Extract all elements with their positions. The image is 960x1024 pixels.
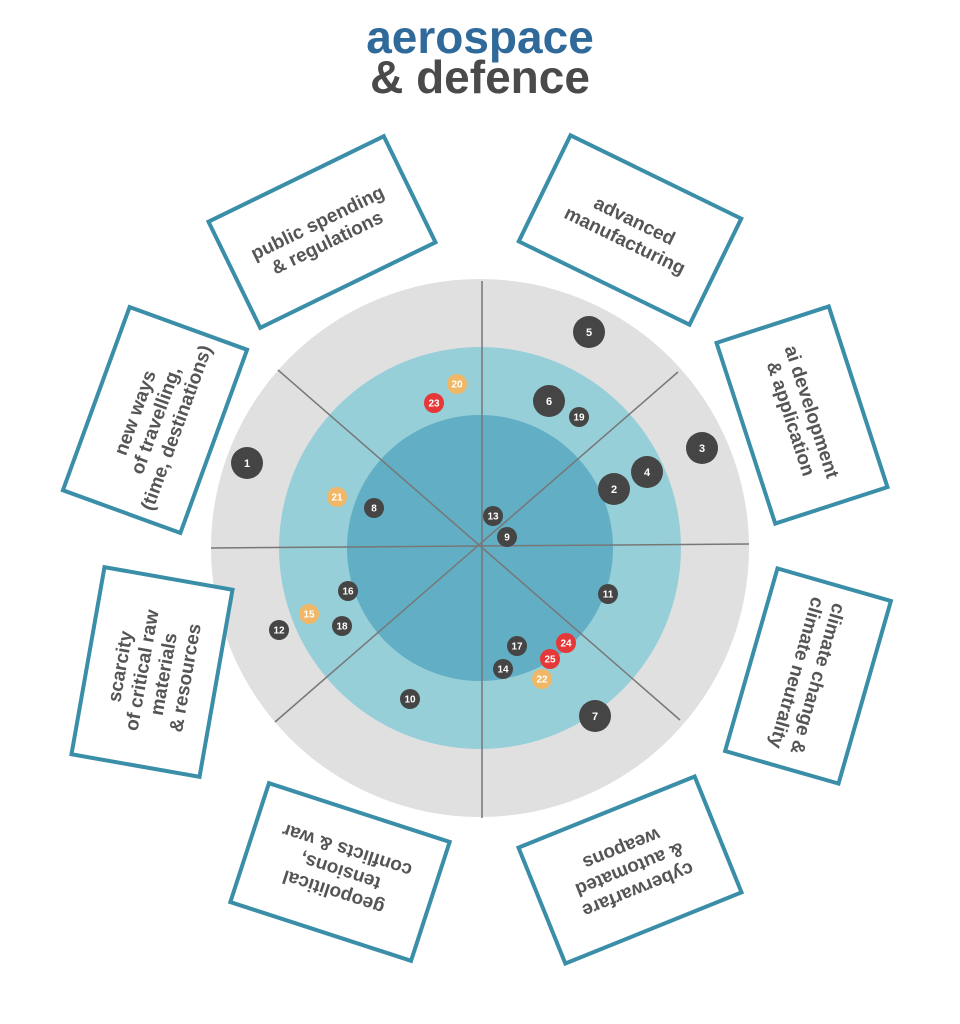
- label-box-border: [69, 564, 235, 780]
- item-dot-19[interactable]: 19: [569, 407, 589, 427]
- item-dot-circle: [532, 669, 552, 689]
- label-box-border: [227, 780, 453, 964]
- item-dot-number: 8: [371, 504, 377, 515]
- label-box-border: [722, 565, 894, 787]
- item-dot-number: 17: [511, 642, 523, 653]
- item-dot-2[interactable]: 2: [598, 473, 630, 505]
- item-dot-circle: [598, 473, 630, 505]
- item-dot-circle: [569, 407, 589, 427]
- item-dot-number: 1: [244, 458, 250, 470]
- item-dot-number: 14: [497, 665, 509, 676]
- item-dot-circle: [299, 604, 319, 624]
- item-dot-11[interactable]: 11: [598, 584, 618, 604]
- item-dot-4[interactable]: 4: [631, 456, 663, 488]
- item-dot-number: 18: [336, 622, 348, 633]
- title-aerospace: aerospace: [366, 11, 594, 63]
- item-dot-number: 13: [487, 512, 499, 523]
- label-box-border: [205, 133, 439, 331]
- inner-ring: [347, 415, 613, 681]
- item-dot-number: 9: [504, 533, 510, 544]
- item-dot-circle: [579, 700, 611, 732]
- sector-label-box: climate change &climate neutrality: [722, 565, 894, 787]
- item-dot-circle: [556, 633, 576, 653]
- item-dot-14[interactable]: 14: [493, 659, 513, 679]
- item-dot-number: 2: [611, 484, 617, 496]
- item-dot-number: 24: [560, 639, 572, 650]
- item-dot-circle: [483, 506, 503, 526]
- item-dot-12[interactable]: 12: [269, 620, 289, 640]
- item-dot-22[interactable]: 22: [532, 669, 552, 689]
- item-dot-10[interactable]: 10: [400, 689, 420, 709]
- item-dot-number: 7: [592, 711, 598, 723]
- item-dot-17[interactable]: 17: [507, 636, 527, 656]
- item-dot-6[interactable]: 6: [533, 385, 565, 417]
- label-box-border: [60, 304, 250, 536]
- item-dot-number: 10: [404, 695, 416, 706]
- item-dot-circle: [231, 447, 263, 479]
- sector-label-box: public spending& regulations: [205, 133, 439, 331]
- item-dot-18[interactable]: 18: [332, 616, 352, 636]
- item-dot-circle: [364, 498, 384, 518]
- label-box-border: [515, 773, 745, 967]
- item-dot-circle: [497, 527, 517, 547]
- item-dot-circle: [424, 393, 444, 413]
- item-dot-9[interactable]: 9: [497, 527, 517, 547]
- item-dot-number: 20: [451, 380, 463, 391]
- item-dot-circle: [507, 636, 527, 656]
- item-dot-number: 23: [428, 399, 440, 410]
- item-dot-23[interactable]: 23: [424, 393, 444, 413]
- item-dot-circle: [269, 620, 289, 640]
- item-dot-number: 11: [603, 590, 614, 601]
- item-dot-number: 21: [331, 493, 343, 504]
- item-dot-number: 15: [303, 610, 315, 621]
- item-dot-number: 6: [546, 396, 552, 408]
- item-dot-3[interactable]: 3: [686, 432, 718, 464]
- item-dot-25[interactable]: 25: [540, 649, 560, 669]
- item-dot-8[interactable]: 8: [364, 498, 384, 518]
- item-dot-number: 19: [573, 413, 585, 424]
- item-dot-circle: [573, 316, 605, 348]
- item-dot-1[interactable]: 1: [231, 447, 263, 479]
- item-dot-circle: [447, 374, 467, 394]
- item-dot-circle: [400, 689, 420, 709]
- item-dot-circle: [686, 432, 718, 464]
- sector-label-box: ai development& application: [714, 303, 890, 527]
- item-dot-16[interactable]: 16: [338, 581, 358, 601]
- item-dot-13[interactable]: 13: [483, 506, 503, 526]
- item-dot-number: 4: [644, 467, 651, 479]
- item-dot-circle: [598, 584, 618, 604]
- item-dot-number: 16: [342, 587, 354, 598]
- item-dot-5[interactable]: 5: [573, 316, 605, 348]
- label-box-border: [516, 132, 744, 328]
- item-dot-circle: [493, 659, 513, 679]
- item-dot-number: 25: [544, 655, 556, 666]
- label-box-border: [714, 303, 890, 527]
- title-defence: & defence: [370, 51, 590, 103]
- sector-dividers: [210, 281, 750, 818]
- item-dot-number: 5: [586, 327, 592, 339]
- item-dot-21[interactable]: 21: [327, 487, 347, 507]
- item-dot-circle: [327, 487, 347, 507]
- item-dot-number: 12: [273, 626, 285, 637]
- item-dot-circle: [332, 616, 352, 636]
- item-dot-number: 3: [699, 443, 705, 455]
- item-dot-7[interactable]: 7: [579, 700, 611, 732]
- item-dot-24[interactable]: 24: [556, 633, 576, 653]
- item-dot-number: 22: [536, 675, 548, 686]
- item-dot-circle: [338, 581, 358, 601]
- item-dot-circle: [533, 385, 565, 417]
- item-dot-20[interactable]: 20: [447, 374, 467, 394]
- item-dot-circle: [540, 649, 560, 669]
- divider-diagonal-2: [274, 371, 679, 723]
- item-dot-15[interactable]: 15: [299, 604, 319, 624]
- item-dot-circle: [631, 456, 663, 488]
